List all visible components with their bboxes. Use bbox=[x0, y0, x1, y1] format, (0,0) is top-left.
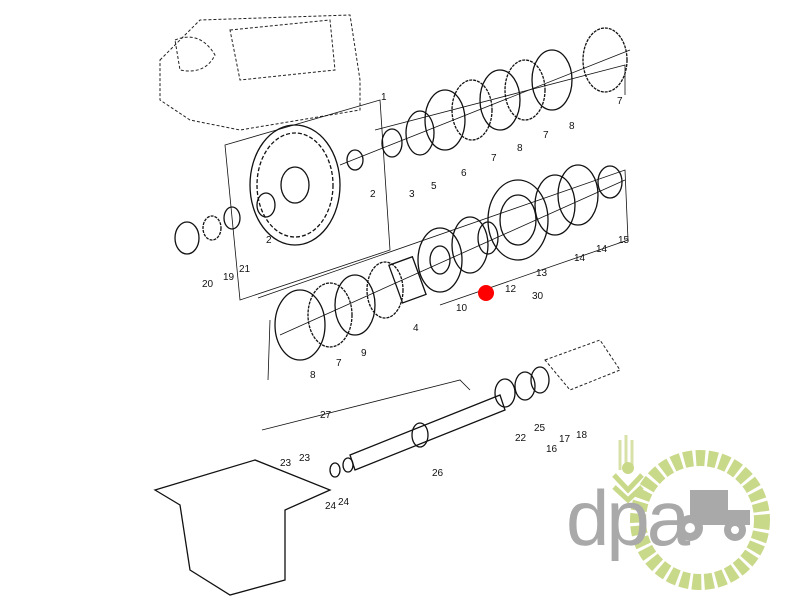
callout: 8 bbox=[569, 121, 575, 132]
gear-1 bbox=[249, 124, 364, 246]
callout: 14 bbox=[574, 253, 586, 264]
callout: 22 bbox=[515, 433, 527, 444]
callout: 7 bbox=[543, 130, 549, 141]
callout: 23 bbox=[299, 453, 311, 464]
callout: 1 bbox=[381, 92, 387, 103]
callout: 3 bbox=[409, 189, 415, 200]
frame-line bbox=[374, 64, 626, 131]
callout: 7 bbox=[617, 96, 623, 107]
callout: 4 bbox=[413, 323, 419, 334]
callout: 6 bbox=[461, 168, 467, 179]
main-shaft-26 bbox=[329, 339, 621, 478]
engine-block-outline bbox=[159, 14, 361, 131]
callout: 9 bbox=[361, 348, 367, 359]
dpa-logo: dpa bbox=[566, 435, 770, 590]
callout: 24 bbox=[325, 501, 337, 512]
callout: 14 bbox=[596, 244, 608, 255]
callout: 23 bbox=[280, 458, 292, 469]
group-frame-30 bbox=[257, 169, 629, 381]
callout: 2 bbox=[266, 235, 272, 246]
left-small-parts bbox=[174, 206, 241, 255]
callout: 12 bbox=[505, 284, 517, 295]
callout: 30 bbox=[532, 291, 544, 302]
callout: 25 bbox=[534, 423, 546, 434]
highlight-marker bbox=[478, 285, 494, 301]
callout: 18 bbox=[576, 430, 588, 441]
callout: 8 bbox=[517, 143, 523, 154]
wheat-icon bbox=[612, 435, 644, 504]
callout: 2 bbox=[370, 189, 376, 200]
callout: 21 bbox=[239, 264, 251, 275]
group-frame-1 bbox=[224, 99, 391, 301]
upper-clutch-pack bbox=[339, 27, 631, 166]
callout: 19 bbox=[223, 272, 235, 283]
callout: 10 bbox=[456, 303, 468, 314]
callout: 16 bbox=[546, 444, 558, 455]
callout: 7 bbox=[336, 358, 342, 369]
callout: 8 bbox=[310, 370, 316, 381]
tractor-icon bbox=[677, 490, 750, 541]
logo-text: dpa bbox=[566, 474, 691, 562]
housing bbox=[153, 459, 332, 596]
callout: 17 bbox=[559, 434, 571, 445]
callout: 15 bbox=[618, 235, 630, 246]
callout-labels: 1 2 3 5 6 7 8 7 8 7 20 19 21 2 10 12 30 … bbox=[202, 92, 630, 512]
callout: 7 bbox=[491, 153, 497, 164]
callout: 26 bbox=[432, 468, 444, 479]
middle-clutch-assembly bbox=[274, 164, 626, 361]
gear-ring-icon bbox=[630, 450, 770, 590]
callout: 27 bbox=[320, 410, 332, 421]
callout: 20 bbox=[202, 279, 214, 290]
group-frame-lower bbox=[261, 379, 471, 431]
callout: 24 bbox=[338, 497, 350, 508]
callout: 5 bbox=[431, 181, 437, 192]
callout: 13 bbox=[536, 268, 548, 279]
